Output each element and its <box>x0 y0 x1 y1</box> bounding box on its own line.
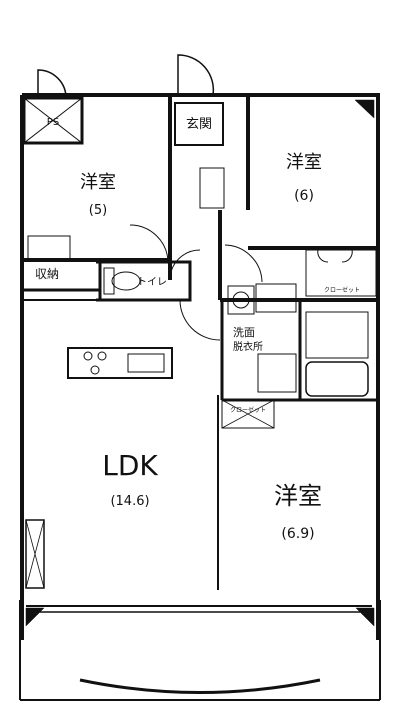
balcony-wall <box>19 600 381 701</box>
bathtub <box>305 361 369 397</box>
corner-mark <box>355 607 375 627</box>
corner-mark <box>354 99 375 119</box>
storage-label: 収納 <box>35 267 59 281</box>
closet-bedroom6 <box>305 249 377 297</box>
ldk-size: (14.6) <box>110 494 149 509</box>
stove-burner <box>90 365 100 375</box>
toilet-bowl <box>111 271 141 291</box>
balcony-curve <box>79 678 321 694</box>
corner-mark <box>25 607 45 627</box>
wall-bath <box>300 298 378 402</box>
shoe-closet <box>199 167 225 209</box>
bedroom-6-name: 洋室 <box>286 152 322 173</box>
washroom-label-2: 脱衣所 <box>233 340 263 353</box>
kitchen-sink <box>127 353 165 373</box>
shower-area <box>305 311 369 359</box>
bedroom-6-size: (6) <box>294 188 314 204</box>
door-swing-bedroom6 <box>224 244 263 283</box>
closet-label-top: クローゼット <box>324 286 360 294</box>
closet-bedroom5 <box>27 235 71 261</box>
stove-burner <box>83 351 93 361</box>
toilet-label: トイレ <box>137 277 167 288</box>
stove-burner <box>97 351 107 361</box>
entrance-box <box>174 102 224 146</box>
bedroom-5-name: 洋室 <box>80 172 116 193</box>
ldk-storage <box>25 519 45 589</box>
bedroom-5-size: (5) <box>89 203 107 218</box>
bedroom-69-size: (6.9) <box>281 526 314 542</box>
wall-toilet <box>96 260 192 302</box>
closet-bedroom69 <box>221 399 275 429</box>
door-swing-bedroom5 <box>129 224 169 263</box>
entrance-door <box>177 54 215 96</box>
bedroom-69-name: 洋室 <box>274 482 322 510</box>
outer-wall <box>20 93 380 640</box>
door-swing-wash <box>179 299 221 341</box>
washbasin-bowl <box>232 291 250 309</box>
balcony-rail <box>30 605 370 613</box>
ps-label: PS <box>47 117 59 128</box>
closet-label-mid: クローゼット <box>230 406 266 414</box>
closet-bedroom6-doors <box>317 249 353 263</box>
door-swing-toilet <box>169 249 201 281</box>
kitchen-counter <box>67 347 173 379</box>
wall-storage <box>22 260 102 300</box>
washroom-label-1: 洗面 <box>233 326 255 339</box>
washbasin <box>227 285 255 315</box>
ps-box <box>22 96 84 145</box>
ps-cross <box>23 97 83 144</box>
closet-bedroom69-cross <box>221 399 275 429</box>
washroom-storage <box>257 353 297 393</box>
washer-space <box>255 283 297 313</box>
ldk-storage-cross <box>25 519 45 589</box>
entrance-label: 玄関 <box>186 117 212 132</box>
ps-door <box>37 69 67 99</box>
toilet-tank <box>103 267 115 295</box>
ldk-name: LDK <box>102 449 158 482</box>
